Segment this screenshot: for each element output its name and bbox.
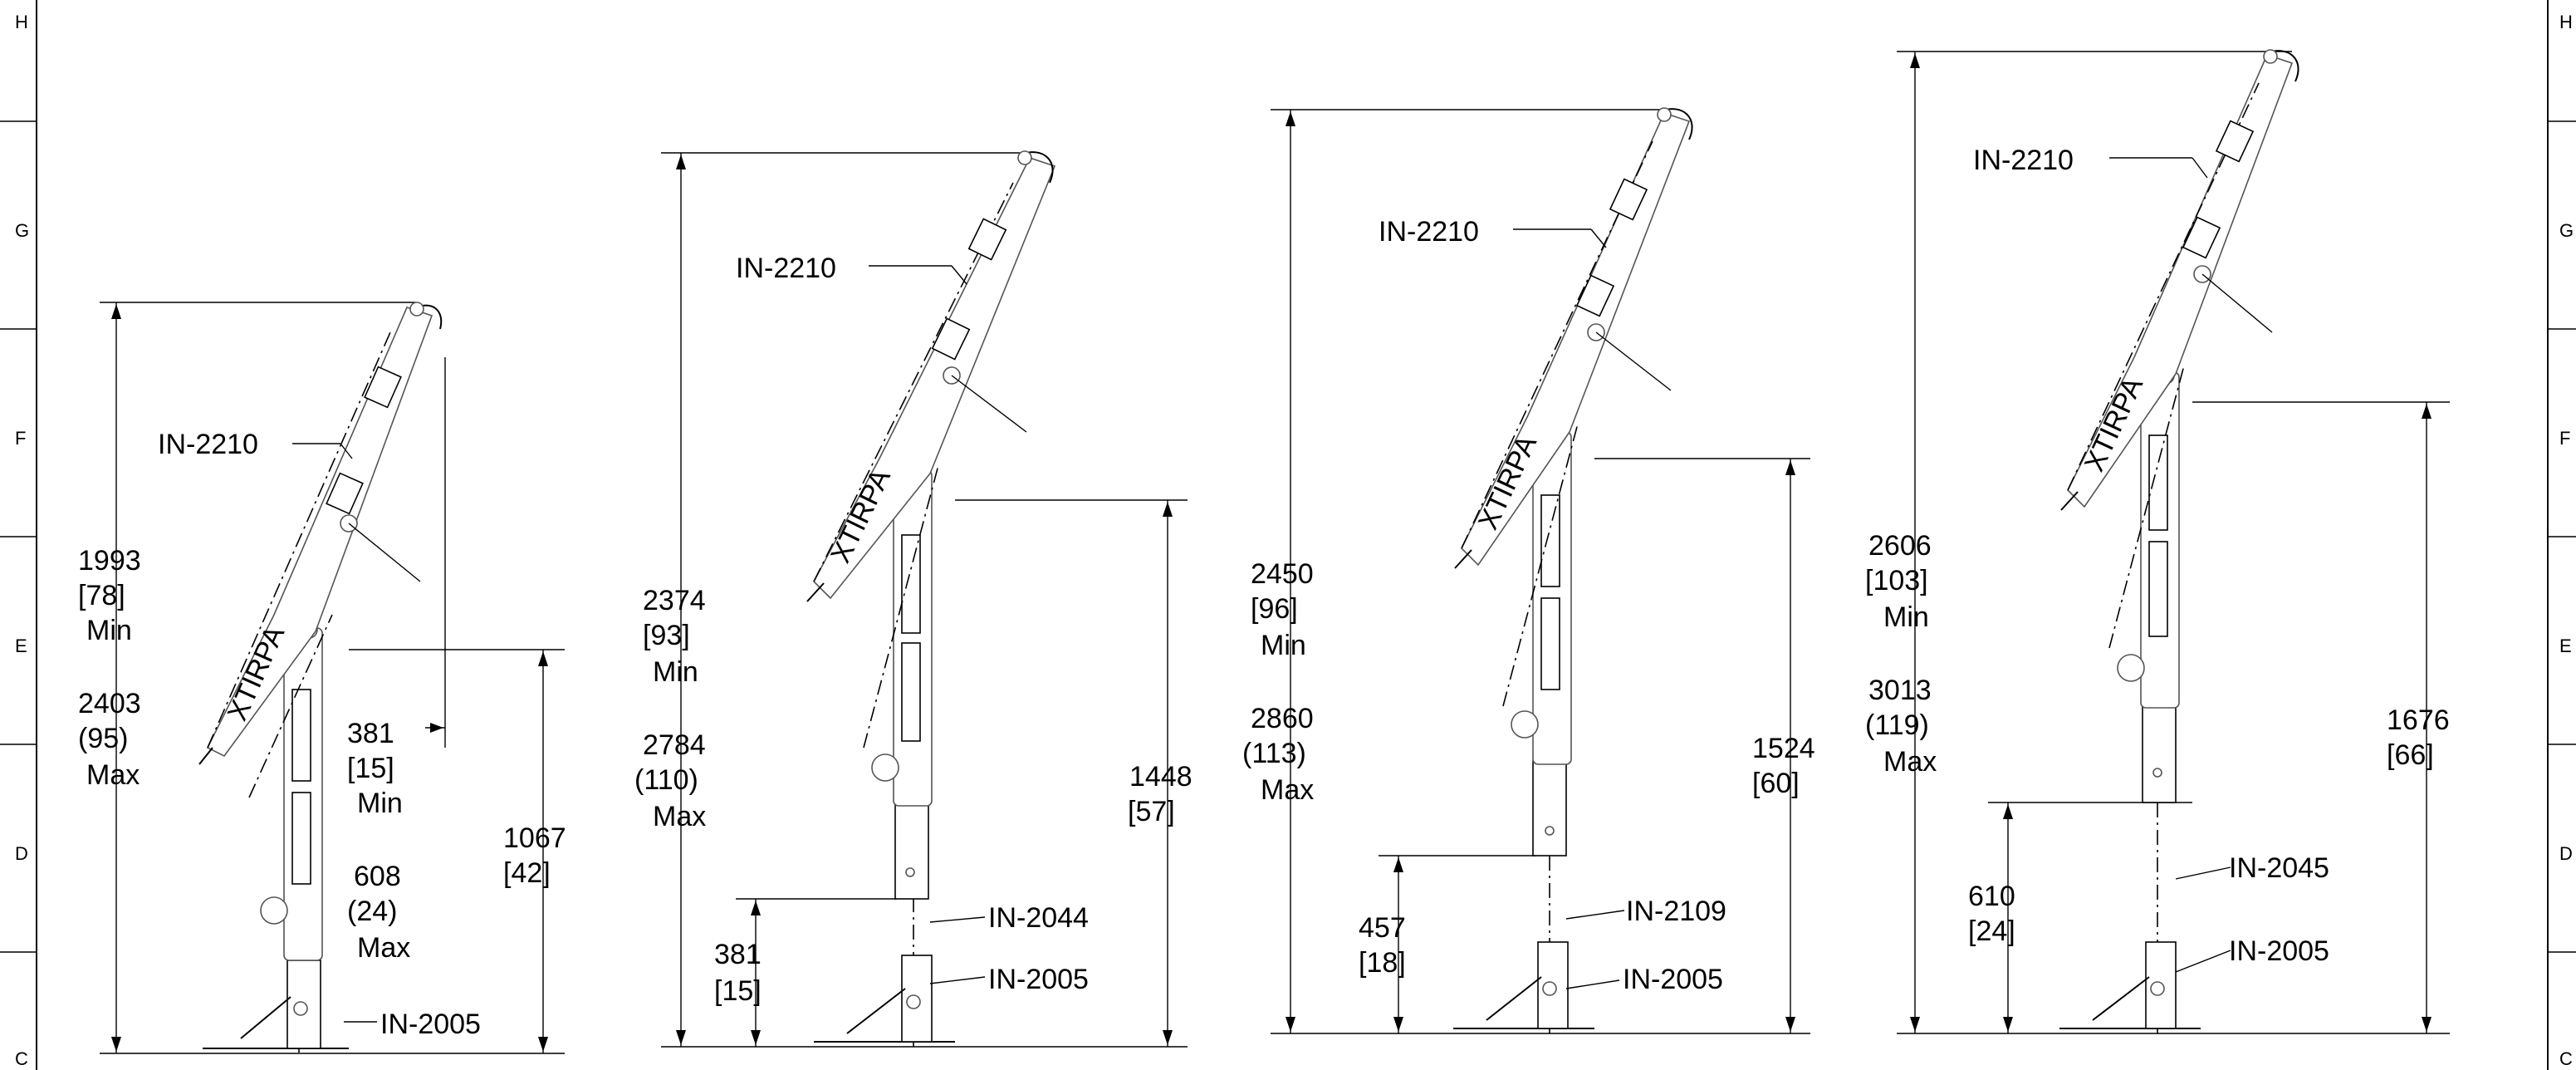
dimension-text: 457	[1359, 912, 1406, 944]
dimension-text: 2403	[78, 688, 141, 719]
zone-label: H	[2559, 12, 2573, 32]
zone-label: D	[2559, 843, 2573, 864]
dimension-text: 381	[714, 939, 762, 970]
dimension-text: Max	[86, 759, 140, 791]
dimension-text: [93]	[643, 620, 690, 651]
dimension-text: Max	[653, 801, 706, 832]
dimension-text: 1448	[1129, 761, 1193, 793]
dimension-text: [18]	[1359, 947, 1406, 979]
zone-label: G	[15, 220, 29, 241]
dimension-text: 2784	[643, 729, 706, 761]
zone-labels-right: H G F E D C	[2559, 12, 2574, 1069]
zone-label: D	[15, 843, 28, 864]
dimension-text: [96]	[1251, 593, 1298, 625]
part-label: IN-2210	[1379, 216, 1479, 248]
zone-labels-left: H G F E D C	[15, 12, 29, 1069]
part-label: IN-2044	[988, 902, 1089, 934]
dimension-text: [24]	[1968, 915, 2015, 947]
part-label: IN-2210	[736, 253, 836, 284]
part-label: IN-2005	[380, 1009, 481, 1040]
dimension-text: Min	[1883, 601, 1929, 633]
zone-label: G	[2559, 220, 2574, 241]
view-4: XTIRPA IN-2210 IN-2045 IN-2005 2606 [103…	[1865, 49, 2450, 1034]
dimension-text: [57]	[1128, 796, 1175, 827]
dimension-text: Max	[1261, 774, 1314, 806]
part-label: IN-2210	[158, 429, 258, 460]
part-label: IN-2109	[1626, 896, 1726, 927]
part-label: IN-2045	[2229, 852, 2329, 884]
view-1: XTIRPA IN-2210 IN-2005 1993 [78] Min 240…	[78, 302, 566, 1054]
part-label: IN-2005	[2229, 935, 2329, 967]
dimension-text: (113)	[1242, 738, 1306, 769]
zone-label: H	[15, 12, 28, 32]
dimension-text: Min	[653, 656, 698, 688]
dimension-text: Min	[357, 788, 403, 819]
zone-label: E	[2559, 636, 2572, 656]
dimension-text: 381	[347, 718, 394, 749]
dimension-text: 2860	[1251, 703, 1314, 734]
part-label: IN-2005	[988, 964, 1089, 995]
dimension-text: Max	[1883, 746, 1937, 778]
dimension-text: 3013	[1868, 675, 1932, 706]
dimension-text: 2606	[1868, 530, 1932, 562]
dimension-text: 1067	[503, 822, 566, 854]
dimension-text: [78]	[78, 580, 125, 611]
dimension-text: [60]	[1752, 768, 1800, 799]
part-label: IN-2005	[1623, 964, 1723, 995]
zone-label: C	[15, 1048, 28, 1069]
dimension-text: 1524	[1752, 733, 1815, 764]
zone-label: F	[15, 428, 26, 449]
dimension-text: (95)	[78, 723, 128, 754]
zone-label: C	[2559, 1048, 2573, 1069]
dimension-text: [42]	[503, 857, 551, 889]
dimension-text: 2450	[1251, 558, 1314, 590]
dimension-text: 1993	[78, 545, 141, 577]
view-2: XTIRPA IN-2210 IN-2044 IN-2005 2374 [93]…	[634, 150, 1193, 1048]
part-label: IN-2210	[1973, 145, 2074, 176]
dimension-text: (110)	[634, 764, 698, 796]
dimension-text: [66]	[2387, 739, 2434, 771]
dimension-text: Min	[86, 615, 132, 646]
view-3: XTIRPA IN-2210 IN-2109 IN-2005 2450 [96]…	[1242, 107, 1815, 1034]
dimension-text: 1676	[2387, 704, 2450, 736]
dimension-text: (119)	[1865, 709, 1929, 741]
zone-label: E	[15, 636, 27, 656]
dimension-text: [15]	[347, 753, 394, 784]
dimension-text: 610	[1968, 881, 2015, 912]
dimension-text: [103]	[1865, 565, 1928, 596]
dimension-text: 2374	[643, 585, 706, 616]
dimension-text: 608	[354, 861, 401, 892]
zone-label: F	[2559, 428, 2570, 449]
dimension-text: (24)	[347, 896, 397, 927]
dimension-text: Min	[1261, 630, 1306, 661]
dimension-text: Max	[357, 932, 410, 964]
dimension-text: [15]	[714, 975, 762, 1007]
